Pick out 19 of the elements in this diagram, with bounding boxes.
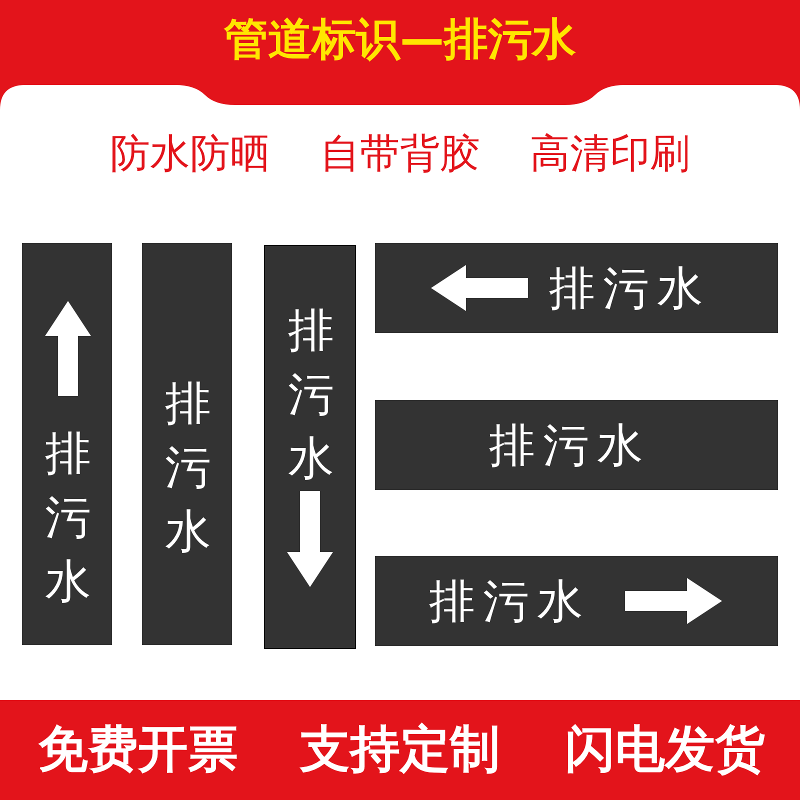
label-text: 排污水: [489, 422, 651, 468]
label-text: 排污水: [44, 425, 92, 610]
label-text: 排污水: [164, 375, 212, 560]
pipe-label: [22, 243, 112, 645]
label-text: 排污水: [429, 578, 591, 624]
label-text: 排污水: [287, 302, 335, 487]
label-text: 排污水: [549, 265, 711, 311]
feature-text: 自带背胶: [319, 134, 481, 174]
service-text: 支持定制: [298, 724, 501, 774]
title: 管道标识—排污水: [222, 18, 577, 62]
pipe-label: [264, 245, 356, 649]
pipe-label: [142, 243, 232, 645]
pipe-label: [375, 243, 778, 333]
service-text: 免费开票: [37, 724, 239, 774]
pipe-label: [375, 556, 778, 646]
pipe-label: [375, 400, 778, 490]
feature-text: 防水防晒: [109, 134, 271, 174]
service-text: 闪电发货: [564, 724, 766, 774]
feature-text: 高清印刷: [529, 134, 691, 174]
